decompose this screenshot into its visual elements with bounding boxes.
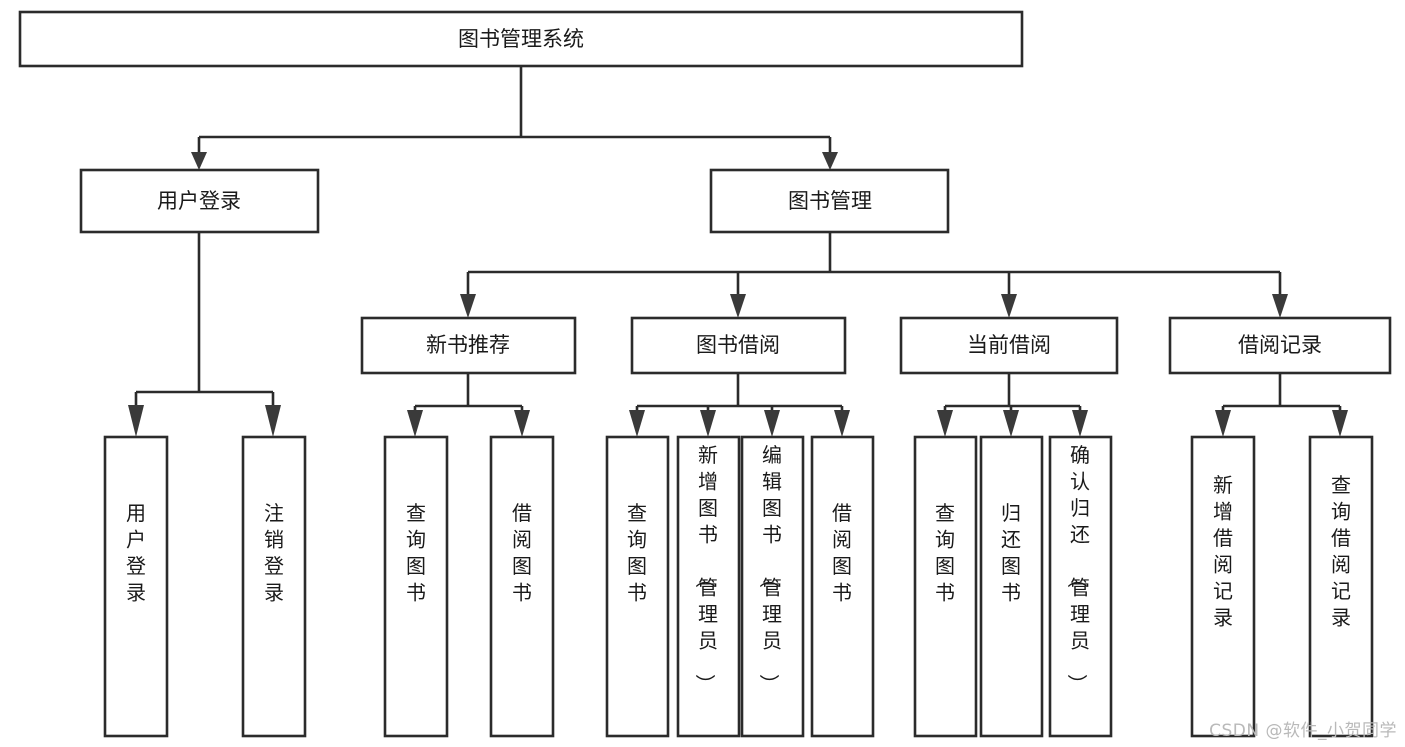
arrow-head-icon — [1003, 410, 1019, 437]
node-current-borrow[interactable]: 当前借阅 — [899, 316, 1119, 375]
leaf-user-login[interactable]: 用户登录 — [103, 435, 169, 738]
node-label-new-book-rec: 新书推荐 — [426, 333, 510, 357]
leaf-box-rec-query[interactable] — [383, 435, 449, 738]
node-borrow-record[interactable]: 借阅记录 — [1168, 316, 1392, 375]
leaf-user-logout[interactable]: 注销登录 — [241, 435, 307, 738]
edge-group — [128, 66, 1348, 437]
leaf-bb-edit[interactable]: 编辑图书（管理员） — [740, 435, 805, 738]
node-user-login[interactable]: 用户登录 — [79, 168, 320, 234]
node-label-book-borrow: 图书借阅 — [696, 333, 780, 357]
arrow-head-icon — [1332, 410, 1348, 437]
node-box-current-borrow[interactable] — [899, 316, 1119, 375]
leaf-box-user-login[interactable] — [103, 435, 169, 738]
leaf-label-user-logout: 注销登录 — [264, 501, 284, 605]
leaf-box-cb-confirm[interactable] — [1048, 435, 1113, 738]
leaf-bb-add[interactable]: 新增图书（管理员） — [676, 435, 741, 738]
leaf-label-bb-borrow: 借阅图书 — [832, 501, 852, 605]
leaf-rec-query[interactable]: 查询图书 — [383, 435, 449, 738]
arrow-head-icon — [629, 410, 645, 437]
leaf-box-cb-query[interactable] — [913, 435, 978, 738]
arrow-head-icon — [937, 410, 953, 437]
leaf-cb-confirm[interactable]: 确认归还（管理员） — [1048, 435, 1113, 738]
arrow-head-icon — [265, 405, 281, 437]
leaf-cb-query[interactable]: 查询图书 — [913, 435, 978, 738]
leaf-box-bb-query[interactable] — [605, 435, 670, 738]
leaf-label-cb-return: 归还图书 — [1001, 501, 1021, 605]
arrow-head-icon — [764, 410, 780, 437]
leaf-label-cb-confirm: 确认归还（管理员） — [1065, 443, 1090, 694]
leaf-box-cb-return[interactable] — [979, 435, 1044, 738]
arrow-head-icon — [1272, 294, 1288, 318]
node-box-root[interactable] — [18, 10, 1024, 68]
leaf-label-cb-query: 查询图书 — [935, 501, 955, 605]
node-new-book-rec[interactable]: 新书推荐 — [360, 316, 577, 375]
leaf-label-rec-borrow: 借阅图书 — [512, 501, 532, 605]
node-box-borrow-record[interactable] — [1168, 316, 1392, 375]
leaf-rec-borrow[interactable]: 借阅图书 — [489, 435, 555, 738]
node-label-root: 图书管理系统 — [458, 27, 584, 51]
arrow-head-icon — [407, 410, 423, 437]
leaf-box-bb-edit[interactable] — [740, 435, 805, 738]
leaf-box-bb-borrow[interactable] — [810, 435, 875, 738]
leaf-br-add[interactable]: 新增借阅记录 — [1190, 435, 1256, 738]
leaf-box-rec-borrow[interactable] — [489, 435, 555, 738]
node-label-current-borrow: 当前借阅 — [967, 333, 1051, 357]
leaf-br-query[interactable]: 查询借阅记录 — [1308, 435, 1374, 738]
leaf-label-rec-query: 查询图书 — [406, 501, 426, 605]
node-label-book-mgmt: 图书管理 — [788, 189, 872, 213]
leaf-label-bb-query: 查询图书 — [627, 501, 647, 605]
arrow-head-icon — [1072, 410, 1088, 437]
node-box-book-borrow[interactable] — [630, 316, 847, 375]
leaf-label-bb-add: 新增图书（管理员） — [693, 443, 718, 694]
leaf-box-br-add[interactable] — [1190, 435, 1256, 738]
arrow-head-icon — [1215, 410, 1231, 437]
arrow-head-icon — [128, 405, 144, 437]
arrow-head-icon — [730, 294, 746, 318]
node-book-borrow[interactable]: 图书借阅 — [630, 316, 847, 375]
leaf-label-br-query: 查询借阅记录 — [1331, 473, 1351, 630]
arrow-head-icon — [700, 410, 716, 437]
arrow-head-icon — [822, 152, 838, 170]
leaf-box-br-query[interactable] — [1308, 435, 1374, 738]
leaf-label-bb-edit: 编辑图书（管理员） — [757, 443, 782, 694]
node-box-new-book-rec[interactable] — [360, 316, 577, 375]
leaf-box-bb-add[interactable] — [676, 435, 741, 738]
node-box-user-login[interactable] — [79, 168, 320, 234]
arrow-head-icon — [1001, 294, 1017, 318]
node-box-book-mgmt[interactable] — [709, 168, 950, 234]
leaf-cb-return[interactable]: 归还图书 — [979, 435, 1044, 738]
leaf-bb-query[interactable]: 查询图书 — [605, 435, 670, 738]
arrow-head-icon — [191, 152, 207, 170]
arrow-head-icon — [460, 294, 476, 318]
leaf-box-user-logout[interactable] — [241, 435, 307, 738]
node-book-mgmt[interactable]: 图书管理 — [709, 168, 950, 234]
arrow-head-icon — [834, 410, 850, 437]
leaf-bb-borrow[interactable]: 借阅图书 — [810, 435, 875, 738]
node-root[interactable]: 图书管理系统 — [18, 10, 1024, 68]
leaf-label-br-add: 新增借阅记录 — [1213, 473, 1233, 630]
node-label-user-login: 用户登录 — [157, 189, 241, 213]
leaf-label-user-login: 用户登录 — [126, 501, 146, 605]
arrow-head-icon — [514, 410, 530, 437]
node-label-borrow-record: 借阅记录 — [1238, 333, 1322, 357]
